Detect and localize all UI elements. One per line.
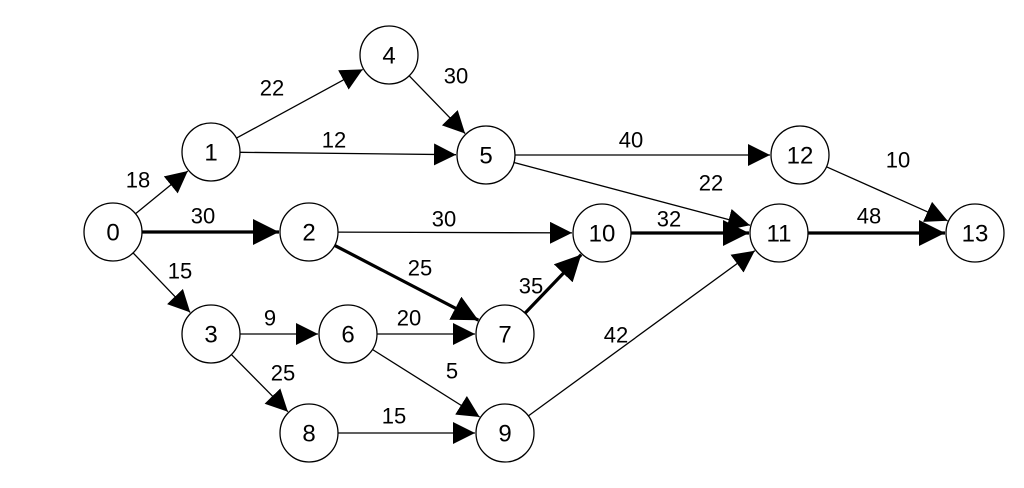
- edge-weight-label-1-5: 12: [322, 128, 346, 153]
- edge-1-5: [239, 143, 457, 166]
- edges-layer: [132, 68, 948, 444]
- node-circle: [318, 304, 378, 364]
- edge-weight-label-10-11: 32: [657, 207, 681, 232]
- edge-0-3: [132, 252, 191, 313]
- edge-0-1: [135, 170, 189, 215]
- node-circle: [749, 203, 809, 263]
- node-0: 0: [83, 202, 143, 262]
- edge-5-11: [513, 161, 751, 231]
- edge-weight-label-8-9: 15: [382, 404, 406, 429]
- edge-weight-label-11-13: 48: [857, 204, 881, 229]
- node-circle: [945, 203, 1005, 263]
- edge-weight-label-0-1: 18: [126, 168, 150, 193]
- node-label: 5: [479, 143, 492, 170]
- node-6: 6: [318, 304, 378, 364]
- edge-weight-label-4-5: 30: [444, 64, 468, 89]
- node-label: 3: [204, 322, 217, 349]
- node-11: 11: [749, 203, 809, 263]
- node-circle: [475, 304, 535, 364]
- node-circle: [181, 304, 241, 364]
- edge-3-8: [230, 354, 289, 413]
- node-13: 13: [945, 203, 1005, 263]
- edge-weight-label-0-2: 30: [191, 204, 215, 229]
- node-label: 4: [382, 43, 395, 70]
- edge-12-13: [826, 166, 948, 222]
- node-circle: [279, 403, 339, 463]
- edge-weight-label-2-10: 30: [432, 207, 456, 232]
- node-12: 12: [770, 125, 830, 185]
- node-label: 11: [767, 221, 792, 248]
- node-label: 7: [498, 322, 511, 349]
- node-label: 8: [302, 421, 315, 448]
- node-label: 10: [589, 221, 616, 248]
- node-label: 13: [962, 221, 989, 248]
- node-8: 8: [279, 403, 339, 463]
- node-circle: [181, 122, 241, 182]
- node-circle: [359, 25, 419, 85]
- edge-4-5: [408, 75, 466, 134]
- edge-weight-label-1-4: 22: [260, 76, 284, 101]
- node-label: 9: [498, 421, 511, 448]
- node-4: 4: [359, 25, 419, 85]
- edge-weight-label-7-10: 35: [519, 274, 543, 299]
- edge-weight-label-6-7: 20: [397, 306, 421, 331]
- node-10: 10: [572, 203, 632, 263]
- node-1: 1: [181, 122, 241, 182]
- edge-7-10: [523, 253, 583, 315]
- node-circle: [456, 125, 516, 185]
- node-label: 12: [787, 143, 814, 170]
- edge-weight-label-3-8: 25: [271, 361, 295, 386]
- edge-weight-label-6-9: 5: [446, 359, 458, 384]
- node-label: 0: [106, 220, 119, 247]
- node-9: 9: [475, 403, 535, 463]
- node-circle: [770, 125, 830, 185]
- edge-weight-label-3-6: 9: [264, 306, 276, 331]
- node-label: 1: [204, 140, 217, 167]
- edge-weight-label-9-11: 42: [604, 323, 628, 348]
- node-circle: [279, 202, 339, 262]
- edge-weight-label-2-7: 25: [408, 256, 432, 281]
- node-5: 5: [456, 125, 516, 185]
- node-2: 2: [279, 202, 339, 262]
- edge-9-11: [528, 250, 756, 417]
- edge-weight-label-12-13: 10: [886, 148, 910, 173]
- node-circle: [572, 203, 632, 263]
- edge-weight-label-5-11: 22: [699, 171, 723, 196]
- node-7: 7: [475, 304, 535, 364]
- node-3: 3: [181, 304, 241, 364]
- node-label: 2: [302, 220, 315, 247]
- edge-2-10: [337, 221, 573, 244]
- node-circle: [83, 202, 143, 262]
- node-circle: [475, 403, 535, 463]
- edge-1-4: [236, 68, 364, 139]
- node-label: 6: [341, 322, 354, 349]
- edge-weight-label-0-3: 15: [168, 259, 192, 284]
- edge-weight-label-5-12: 40: [619, 128, 643, 153]
- edge-6-9: [372, 348, 480, 418]
- edge-2-7: [333, 243, 480, 322]
